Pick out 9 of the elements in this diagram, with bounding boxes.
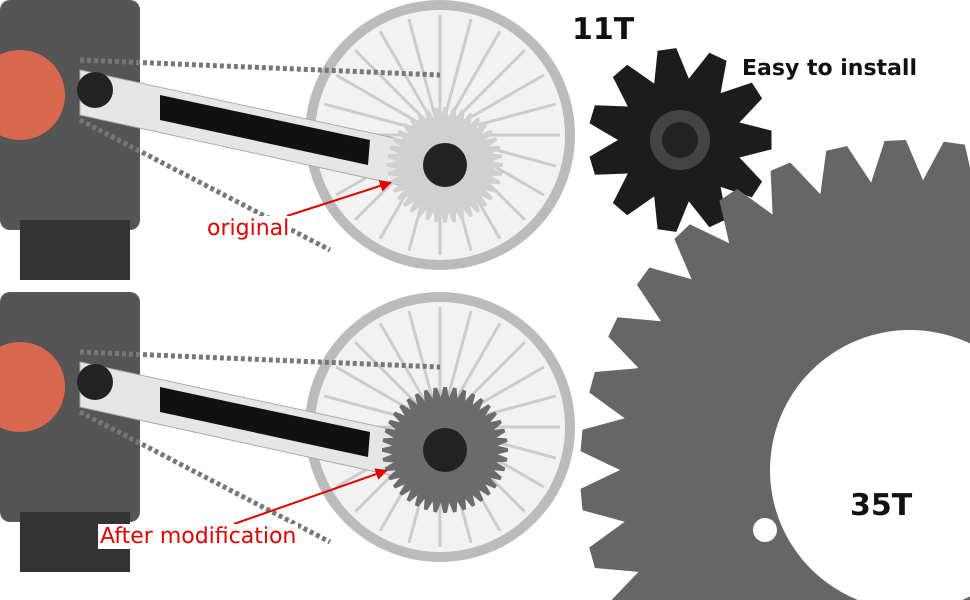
callout-text: original bbox=[205, 216, 292, 241]
leader-line bbox=[234, 468, 388, 525]
tooth-count: 35T bbox=[850, 488, 912, 523]
tooth-count: 11T bbox=[572, 12, 634, 47]
leader-line bbox=[286, 180, 392, 217]
sprocket-picture bbox=[385, 105, 505, 225]
feature-text: Easy to install bbox=[742, 56, 918, 81]
sprocket-picture bbox=[380, 385, 510, 515]
callout-text: After modification bbox=[98, 524, 298, 549]
